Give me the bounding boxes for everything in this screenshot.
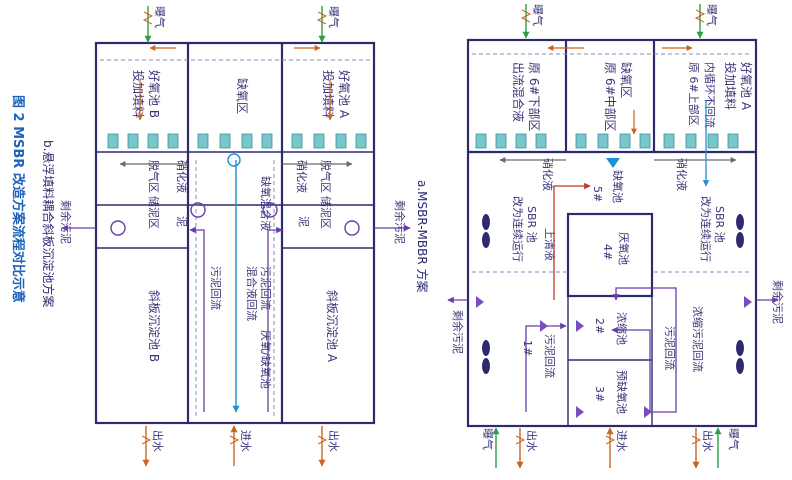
right-aeration-top-right: 曝气	[705, 4, 719, 26]
left-inflow: 进水	[239, 430, 252, 452]
pool-4-wall	[566, 212, 654, 298]
right-aeration-top-left: 曝气	[531, 4, 545, 26]
left-store-right: 储泥区	[319, 196, 333, 229]
left-outflow-left: 出水	[151, 430, 165, 452]
right-col3-line4: 原 6#上部区	[687, 62, 701, 126]
left-excess-right: 剩余污泥	[393, 200, 407, 244]
left-aerobic-b-2: 投加填料	[131, 70, 146, 118]
right-pool-2: 2#	[593, 318, 606, 334]
right-pool-5: 5#	[591, 186, 604, 202]
right-sbr-a-2: 改为连续运行	[699, 196, 713, 262]
right-anaerobic: 厌氧池	[617, 232, 631, 265]
left-anoxic-zone: 缺氧区	[235, 78, 250, 114]
subtitle-a: a.MSBR-MBBR 方案	[415, 180, 430, 293]
left-anaerobic-anoxic: 厌氧/缺氧池	[259, 330, 273, 389]
right-sludge-return-a: 污泥回流	[543, 334, 557, 378]
left-sludge-return-2: 污泥回流	[259, 266, 273, 310]
figure-title: 图 2 MSBR 改造方案流程对比示意	[10, 95, 26, 303]
left-nitrify-left: 硝化液	[175, 160, 189, 193]
right-pump-icons	[476, 158, 752, 418]
left-settler-b: 斜板沉淀池 B	[147, 290, 161, 362]
right-excess-b: 剩余污泥	[451, 310, 465, 354]
right-col2-line1: 缺氧区	[619, 62, 634, 98]
left-aeration-top-right: 曝气	[327, 6, 341, 28]
left-excess-left: 剩余污泥	[59, 200, 73, 244]
left-pump-icons	[110, 153, 360, 236]
right-diagram: 原 6#下部区 出流混合液 缺氧区 原 6#中部区 好氧池 A 投加填料 内循环…	[447, 4, 785, 469]
right-sbr-b-2: 改为连续运行	[511, 196, 525, 262]
right-pool-4: 4#	[601, 244, 614, 260]
left-nitrify-right: 硝化液	[295, 160, 309, 193]
right-aeration-bottom-right: 曝气	[727, 428, 741, 450]
right-col1-line2: 出流混合液	[511, 62, 526, 122]
right-pool-3: 3#	[593, 386, 606, 402]
right-excess-a: 剩余污泥	[771, 280, 785, 324]
right-outflow-left: 出水	[525, 430, 539, 452]
left-diagram: 好氧池 B 投加填料 缺氧区 好氧池 A 投加填料 硝化液 硝化液 脱气区 脱气…	[59, 6, 411, 467]
right-anoxic-pool: 缺氧池	[611, 170, 625, 203]
right-clear: 上清液	[543, 228, 557, 261]
left-aeration-top-left: 曝气	[153, 6, 167, 28]
right-outer-wall	[466, 38, 758, 428]
right-nitrify-right: 硝化液	[675, 158, 689, 191]
subtitle-b: b.悬浮填料耦合斜板沉淀池方案	[41, 140, 56, 307]
right-pool-1: 1#	[521, 340, 534, 356]
media-blocks-right	[475, 133, 739, 149]
left-store-left: 储泥区	[147, 196, 161, 229]
right-sbr-a-1: SBR 池	[713, 206, 726, 243]
left-aerobic-a-2: 投加填料	[321, 70, 336, 118]
right-col2-line2: 原 6#中部区	[603, 62, 618, 132]
right-sludge-return-b: 污泥回流	[663, 326, 677, 370]
right-aeration-bottom-left: 曝气	[481, 428, 495, 450]
right-col3-line3: 内循环不回流	[703, 62, 717, 128]
right-concentrate: 浓缩池	[615, 312, 628, 345]
right-nitrify-left: 硝化液	[541, 158, 555, 191]
left-mix-return: 混合液回流	[245, 266, 259, 321]
right-inflow: 进水	[615, 430, 628, 452]
left-degas-right: 脱气区	[319, 160, 333, 193]
left-settler-a: 斜板沉淀池 A	[325, 290, 339, 363]
right-col1-line1: 原 6#下部区	[527, 62, 542, 132]
left-outflow-right: 出水	[327, 430, 341, 452]
left-sludge-left: 泥	[175, 216, 188, 227]
right-col3-line2: 投加填料	[723, 62, 738, 110]
right-pre-anoxic: 预缺氧池	[615, 370, 629, 414]
media-blocks-left	[107, 133, 367, 149]
right-sbr-b-1: SBR 池	[525, 206, 538, 243]
right-mixer-icons	[482, 214, 744, 374]
right-col3-line1: 好氧池 A	[739, 62, 753, 111]
left-aerobic-a-1: 好氧池 A	[337, 70, 351, 119]
left-sludge-right: 泥	[297, 216, 310, 227]
right-outflow-right: 出水	[701, 430, 715, 452]
left-aerobic-b-1: 好氧池 B	[147, 70, 161, 118]
left-degas-left: 脱气区	[147, 160, 161, 193]
left-sludge-return-1: 污泥回流	[209, 266, 223, 310]
right-conc-return: 浓缩污泥回流	[691, 306, 705, 372]
left-outer-wall	[94, 41, 376, 425]
